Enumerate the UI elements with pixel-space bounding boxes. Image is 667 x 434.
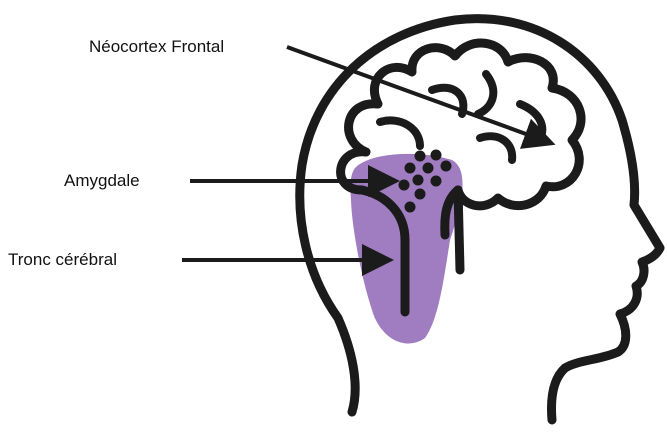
amygdala-dot: [405, 202, 416, 213]
brainstem-label: Tronc cérébral: [8, 250, 117, 270]
amygdala-dot: [413, 175, 424, 186]
brain-fold-3: [478, 74, 493, 114]
amygdala-dot: [399, 180, 410, 191]
amygdala-dot: [423, 163, 434, 174]
amygdala-label: Amygdale: [64, 171, 140, 191]
amygdala-dot: [431, 176, 442, 187]
amygdala-dot: [405, 163, 416, 174]
amygdala-dot: [441, 161, 452, 172]
neocortex-label: Néocortex Frontal: [89, 37, 224, 57]
amygdala-dot: [415, 151, 426, 162]
amygdala-dot: [431, 150, 442, 161]
amygdala-dot: [415, 189, 426, 200]
brain-fold-5: [480, 136, 512, 160]
brain-fold-1: [380, 120, 420, 146]
